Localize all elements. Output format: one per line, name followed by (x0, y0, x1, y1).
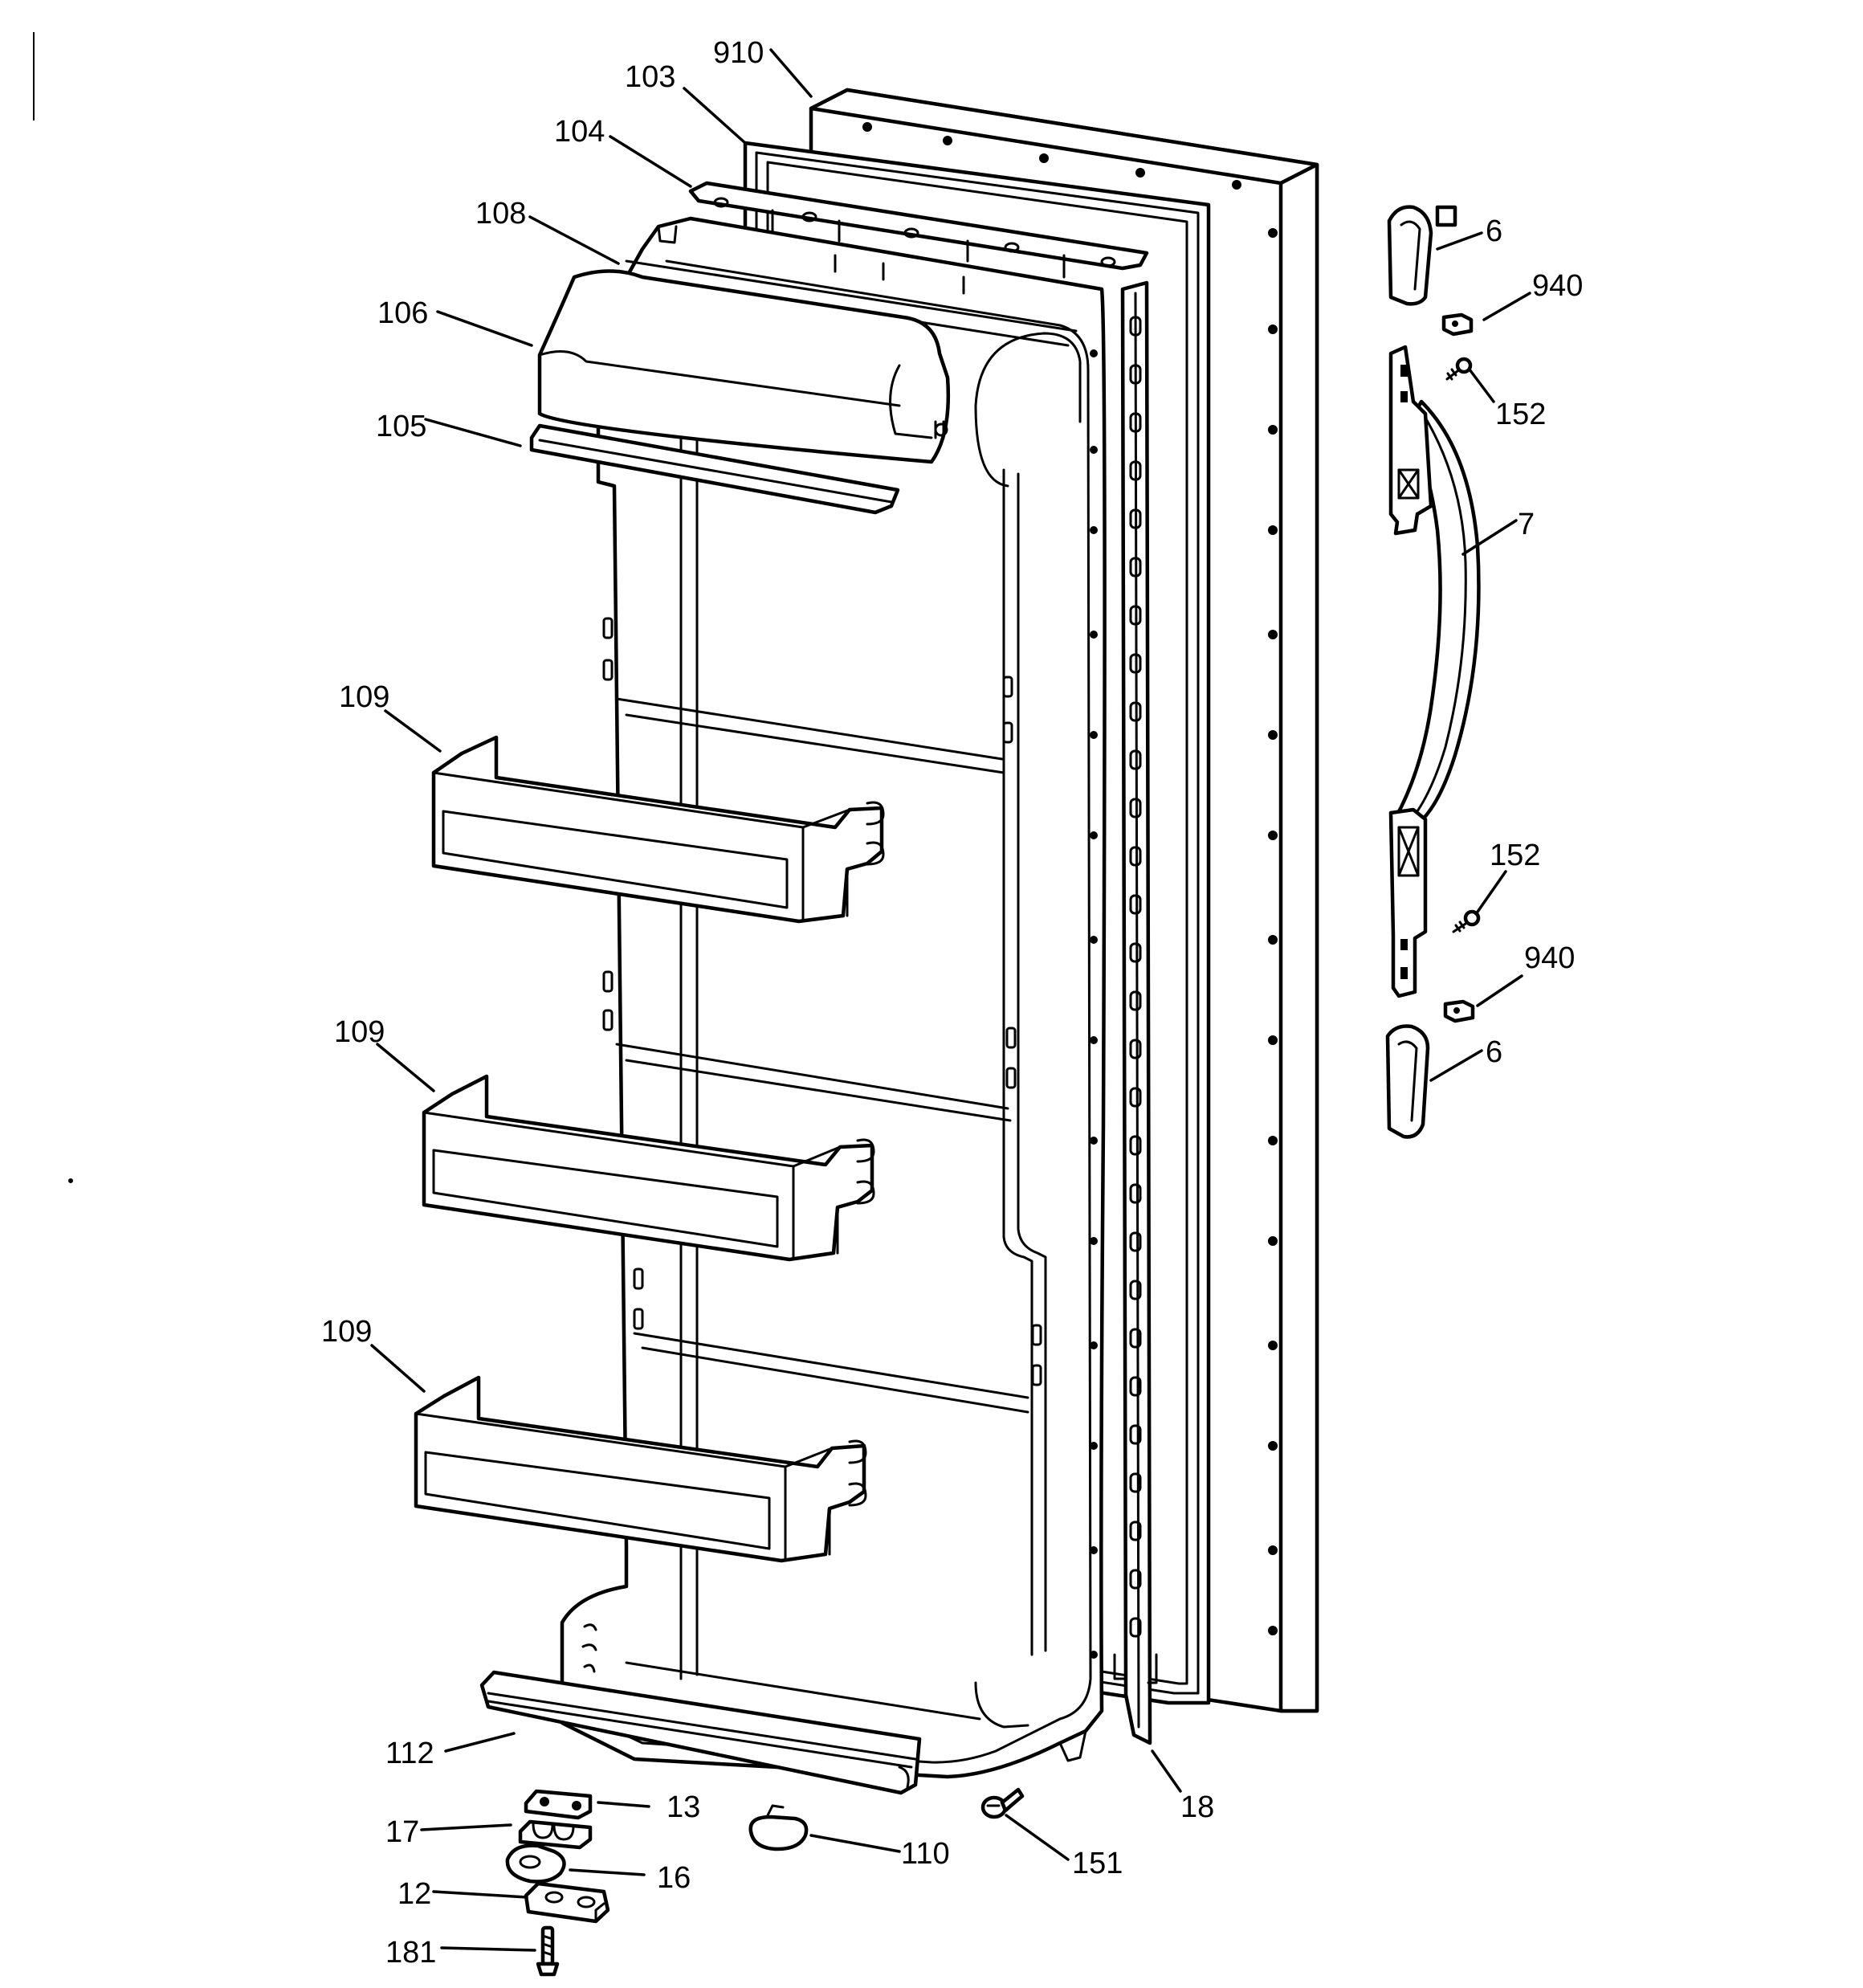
clip-940-bottom (1443, 999, 1475, 1023)
callout-152-top: 152 (1495, 398, 1546, 431)
callout-103: 103 (625, 60, 675, 94)
breaker-strip (1113, 280, 1158, 1745)
callout-7: 7 (1518, 508, 1535, 541)
bottom-trim (479, 1670, 922, 1795)
door-handle (1388, 345, 1481, 998)
hinge-cam-16 (505, 1843, 566, 1884)
callout-110: 110 (901, 1837, 950, 1871)
door-bin-upper (431, 735, 885, 924)
callout-18: 18 (1180, 1790, 1214, 1824)
callout-910-top: 910 (713, 36, 764, 70)
door-bin-middle (422, 1074, 875, 1262)
scan-dot (68, 1178, 73, 1183)
callout-940-top: 940 (1532, 269, 1583, 303)
plug-110 (748, 1804, 809, 1851)
callout-940-bottom: 940 (1524, 941, 1575, 975)
door-bin-lower (414, 1375, 867, 1563)
screw-151 (980, 1787, 1025, 1819)
callout-151: 151 (1072, 1847, 1123, 1880)
screw-152-bottom (1452, 909, 1481, 933)
hinge-bracket-12 (524, 1881, 610, 1924)
callout-105: 105 (376, 410, 426, 443)
screw-181 (536, 1925, 560, 1977)
callout-6-bottom: 6 (1486, 1035, 1502, 1069)
callout-labels: 910 103 104 108 106 105 109 109 109 112 … (321, 36, 1583, 1970)
callout-16: 16 (657, 1861, 691, 1895)
dairy-shelf-bar (529, 423, 900, 515)
callout-109-a: 109 (339, 680, 389, 714)
callout-108: 108 (475, 197, 526, 231)
dairy-compartment-door (537, 269, 951, 464)
callout-17: 17 (385, 1815, 419, 1849)
callout-152-bottom: 152 (1490, 839, 1540, 872)
screw-152-top (1445, 357, 1473, 381)
callout-13: 13 (667, 1790, 700, 1824)
callout-12: 12 (397, 1877, 431, 1911)
callout-106: 106 (377, 296, 428, 330)
hinge-shim-17 (518, 1819, 593, 1850)
end-cap-top (1387, 205, 1457, 306)
callout-109-c: 109 (321, 1315, 372, 1349)
callout-6-top: 6 (1486, 214, 1502, 248)
leader-lines (370, 48, 1531, 1952)
callout-112: 112 (385, 1737, 434, 1770)
top-trim-strip (688, 181, 1149, 279)
callout-104: 104 (554, 115, 605, 149)
end-cap-bottom (1385, 1024, 1430, 1139)
callout-181: 181 (385, 1936, 436, 1970)
callout-109-b: 109 (334, 1015, 385, 1049)
hinge-plate-13 (524, 1789, 593, 1820)
inner-door-liner (560, 216, 1107, 1779)
clip-940-top (1441, 312, 1474, 337)
